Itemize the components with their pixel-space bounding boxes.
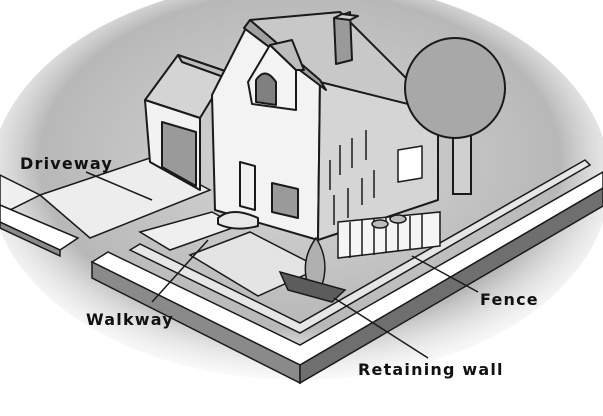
driveway-label: Driveway (20, 154, 113, 173)
fence-label: Fence (480, 290, 539, 309)
retaining-wall-label: Retaining wall (358, 360, 504, 379)
walkway-label: Walkway (86, 310, 174, 329)
